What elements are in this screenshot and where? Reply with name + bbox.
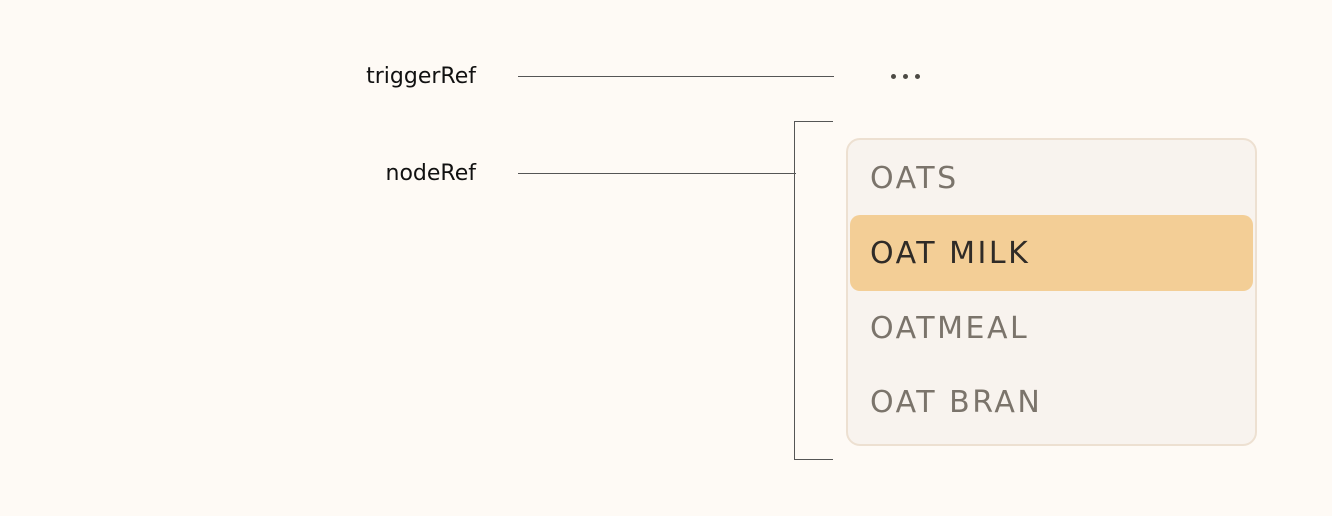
more-options-button[interactable] (882, 64, 928, 88)
trigger-ref-connector (518, 76, 834, 77)
trigger-ref-label: triggerRef (366, 64, 476, 89)
listbox-bracket (794, 121, 833, 460)
listbox-option[interactable]: OATS (850, 140, 1253, 216)
more-horizontal-icon (902, 73, 908, 79)
option-label: OAT MILK (870, 235, 1031, 271)
node-ref-connector (518, 173, 796, 174)
option-label: OATS (870, 160, 959, 196)
listbox-option[interactable]: OAT BRAN (850, 364, 1253, 440)
listbox: OATS OAT MILK OATMEAL OAT BRAN (846, 138, 1257, 446)
node-ref-label: nodeRef (385, 161, 476, 186)
listbox-option[interactable]: OATMEAL (850, 290, 1253, 366)
option-label: OATMEAL (870, 310, 1030, 346)
more-horizontal-icon (890, 73, 896, 79)
listbox-option-active[interactable]: OAT MILK (850, 215, 1253, 291)
more-horizontal-icon (914, 73, 920, 79)
option-label: OAT BRAN (870, 384, 1043, 420)
